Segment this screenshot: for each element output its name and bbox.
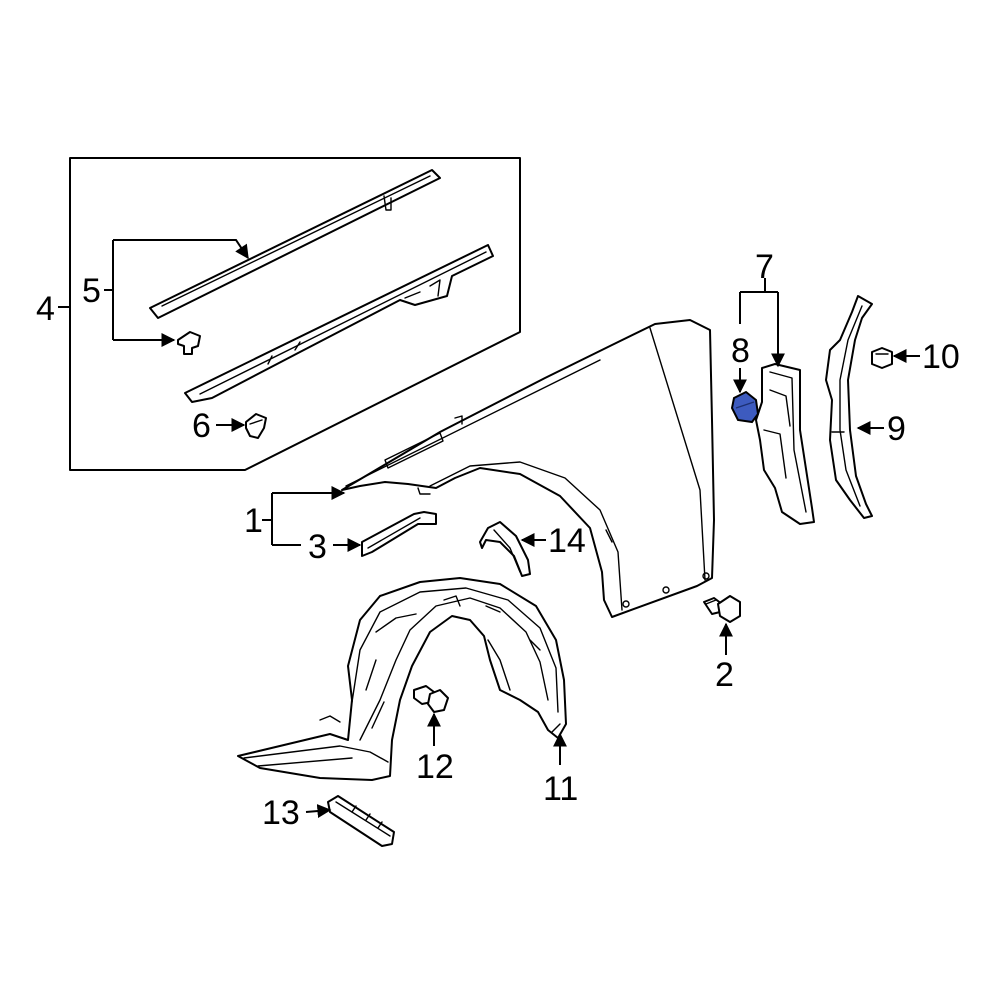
seal-clip-part[interactable] [871, 347, 893, 369]
callout-labels: 4 5 6 1 3 14 2 7 8 9 10 11 12 13 [36, 248, 960, 832]
lower-molding-part[interactable] [184, 244, 494, 403]
molding-clip-part[interactable] [177, 331, 201, 355]
callout-14: 14 [548, 522, 586, 560]
callout-11: 11 [543, 770, 578, 808]
callout-6: 6 [192, 407, 211, 445]
splash-guard-part[interactable] [327, 795, 395, 847]
fender-bolt-part[interactable] [703, 595, 741, 623]
callout-9: 9 [887, 410, 906, 448]
callout-13: 13 [262, 794, 300, 832]
side-panel-part[interactable] [755, 363, 815, 525]
highlighted-seal-part[interactable] [730, 390, 760, 424]
callout-5: 5 [82, 272, 101, 310]
upper-molding-part[interactable] [149, 169, 441, 319]
callout-4: 4 [36, 290, 55, 328]
fender-bracket-part[interactable] [361, 511, 437, 557]
liner-screw-part[interactable] [413, 685, 449, 713]
callout-10: 10 [922, 338, 960, 376]
leader-lines [58, 239, 920, 819]
callout-8: 8 [731, 332, 750, 370]
callout-2: 2 [715, 656, 734, 694]
fender-part[interactable] [341, 319, 715, 618]
molding-inset-box [69, 157, 521, 471]
callout-3: 3 [308, 528, 327, 566]
callout-12: 12 [416, 748, 454, 786]
callout-1: 1 [244, 502, 263, 540]
push-clip-part[interactable] [245, 413, 267, 439]
wheel-arch-bracket-part[interactable] [479, 521, 531, 577]
fender-liner-part[interactable] [237, 577, 567, 781]
fender-seal-part[interactable] [825, 295, 873, 519]
callout-7: 7 [755, 248, 774, 286]
